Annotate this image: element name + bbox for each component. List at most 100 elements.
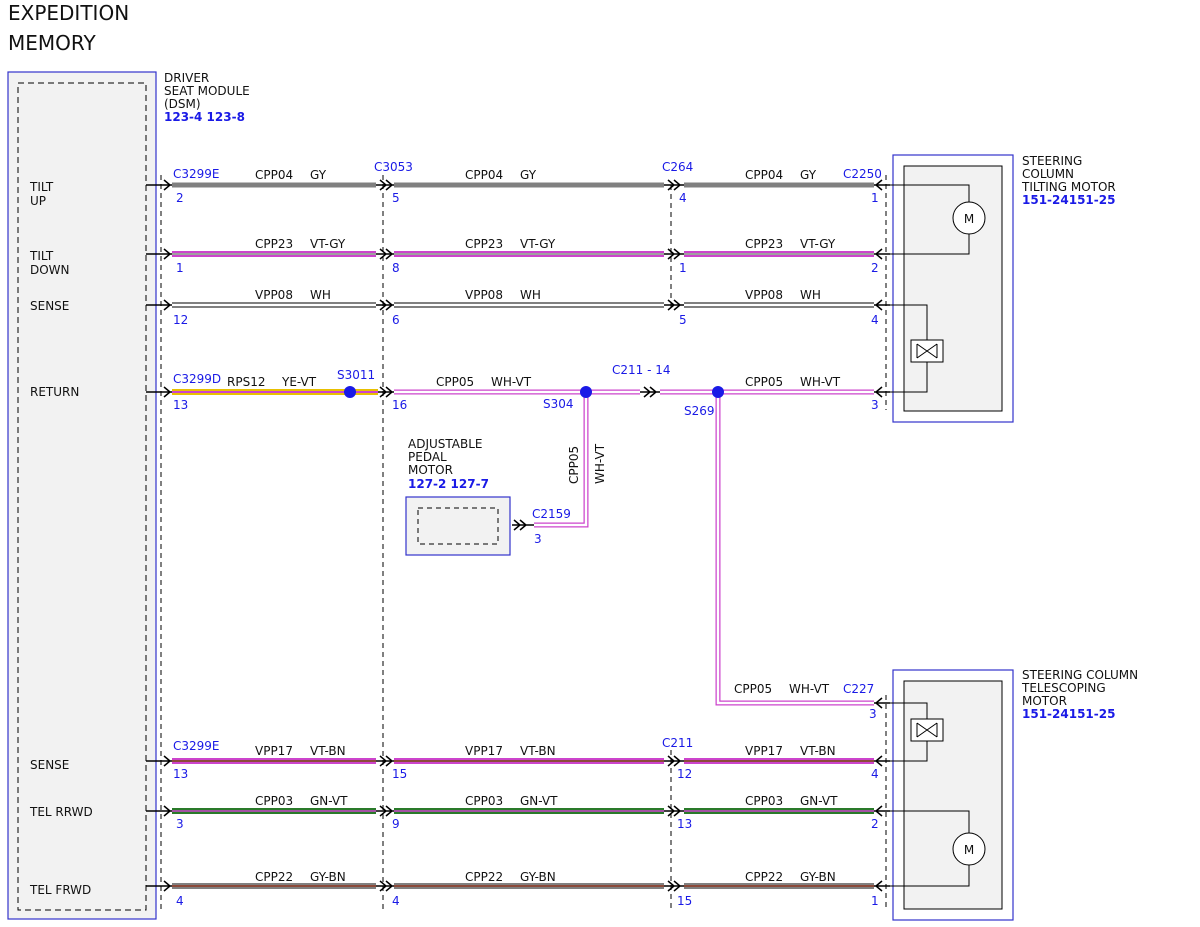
pedal-motor-box bbox=[405, 496, 511, 556]
pin-num: 15 bbox=[677, 894, 692, 908]
pin-num: 12 bbox=[677, 767, 692, 781]
conn-c3299e-bottom: C3299E bbox=[173, 739, 220, 753]
pin-label-tel-rrwd: TEL RRWD bbox=[29, 805, 93, 819]
pin-num: 5 bbox=[392, 191, 400, 205]
splice-s269 bbox=[712, 386, 724, 398]
pin-num: 1 bbox=[871, 894, 879, 908]
conn-c3299e-top: C3299E bbox=[173, 167, 220, 181]
tilt-motor-wire-b bbox=[886, 234, 970, 255]
circuit-color: GN-VT bbox=[520, 794, 558, 808]
circuit-color: YE-VT bbox=[281, 375, 317, 389]
circuit-color: GY-BN bbox=[310, 870, 346, 884]
circuit-color: VT-GY bbox=[310, 237, 346, 251]
tilt-motor-ref: 151-24151-25 bbox=[1022, 193, 1115, 207]
pin-num: 4 bbox=[176, 894, 184, 908]
splice-s304 bbox=[580, 386, 592, 398]
conn-c3053: C3053 bbox=[374, 160, 413, 174]
conn-c211: C211 bbox=[662, 736, 693, 750]
circuit-code: CPP03 bbox=[465, 794, 503, 808]
tele-sensor-wire-a bbox=[886, 702, 928, 719]
tilt-motor-name-2: COLUMN bbox=[1022, 167, 1074, 181]
pin-num: 1 bbox=[871, 191, 879, 205]
circuit-code: CPP22 bbox=[745, 870, 783, 884]
conn-s3011: S3011 bbox=[337, 368, 375, 382]
circuit-code: CPP23 bbox=[465, 237, 503, 251]
pin-num: 2 bbox=[176, 191, 184, 205]
circuit-color: VT-GY bbox=[800, 237, 836, 251]
circuit-code: VPP08 bbox=[255, 288, 293, 302]
circuit-code: CPP05 bbox=[745, 375, 783, 389]
pin-num: 6 bbox=[392, 313, 400, 327]
tele-motor-wire-a bbox=[886, 810, 970, 833]
pin-num: 13 bbox=[173, 398, 188, 412]
pin-label-return: RETURN bbox=[30, 385, 79, 399]
circuit-code: VPP08 bbox=[745, 288, 783, 302]
pin-num: 3 bbox=[534, 532, 542, 546]
circuit-color: GY bbox=[800, 168, 817, 182]
tele-sensor-wire-b bbox=[886, 741, 928, 762]
splice-s3011 bbox=[344, 386, 356, 398]
circuit-code: CPP04 bbox=[255, 168, 293, 182]
pin-num: 9 bbox=[392, 817, 400, 831]
circuit-code: CPP03 bbox=[745, 794, 783, 808]
title-line-2: MEMORY bbox=[8, 31, 97, 55]
circuit-code: CPP05 bbox=[734, 682, 772, 696]
tele-motor-name-2: TELESCOPING bbox=[1021, 681, 1106, 695]
pedal-motor-name-3: MOTOR bbox=[408, 463, 453, 477]
circuit-color: GN-VT bbox=[800, 794, 838, 808]
circuit-color: GY-BN bbox=[520, 870, 556, 884]
pin-label-tilt-up-2: UP bbox=[30, 194, 46, 208]
circuit-color: WH-VT bbox=[800, 375, 841, 389]
circuit-code: RPS12 bbox=[227, 375, 265, 389]
conn-c227: C227 bbox=[843, 682, 874, 696]
conn-c2250: C2250 bbox=[843, 167, 882, 181]
pin-num: 13 bbox=[677, 817, 692, 831]
pin-label-sense-2: SENSE bbox=[30, 758, 69, 772]
circuit-code: CPP03 bbox=[255, 794, 293, 808]
pin-num: 13 bbox=[173, 767, 188, 781]
conn-s269: S269 bbox=[684, 404, 715, 418]
conn-s304: S304 bbox=[543, 397, 574, 411]
pin-num: 3 bbox=[871, 398, 879, 412]
pin-num: 3 bbox=[176, 817, 184, 831]
circuit-color: WH bbox=[800, 288, 821, 302]
pedal-motor-name-1: ADJUSTABLE bbox=[408, 437, 483, 451]
circuit-color: VT-GY bbox=[520, 237, 556, 251]
tele-motor-name-3: MOTOR bbox=[1022, 694, 1067, 708]
circuit-color: WH-VT bbox=[593, 443, 607, 484]
conn-c211-14: C211 - 14 bbox=[612, 363, 671, 377]
tilt-sensor-glyph bbox=[916, 343, 938, 359]
tilt-motor-name-1: STEERING bbox=[1022, 154, 1082, 168]
circuit-code: CPP05 bbox=[567, 446, 581, 484]
circuit-code: CPP22 bbox=[465, 870, 503, 884]
pin-num: 4 bbox=[679, 191, 687, 205]
pin-num: 2 bbox=[871, 817, 879, 831]
pin-num: 15 bbox=[392, 767, 407, 781]
pin-num: 4 bbox=[871, 767, 879, 781]
circuit-code: VPP17 bbox=[745, 744, 783, 758]
dsm-module-box bbox=[7, 71, 157, 920]
circuit-code: CPP04 bbox=[465, 168, 503, 182]
tele-motor-outer-box bbox=[892, 669, 1014, 921]
tele-motor-ref: 151-24151-25 bbox=[1022, 707, 1115, 721]
tilt-motor-m-label: M bbox=[964, 212, 974, 226]
dsm-inner-outline bbox=[17, 82, 147, 911]
dsm-name-1: DRIVER bbox=[164, 71, 209, 85]
circuit-color: WH bbox=[520, 288, 541, 302]
tilt-motor-wire-a bbox=[886, 184, 970, 202]
pin-label-tel-frwd: TEL FRWD bbox=[29, 883, 91, 897]
circuit-color: GY-BN bbox=[800, 870, 836, 884]
pin-num: 8 bbox=[392, 261, 400, 275]
tele-motor-m-label: M bbox=[964, 843, 974, 857]
dsm-name-3: (DSM) bbox=[164, 97, 201, 111]
circuit-code: CPP22 bbox=[255, 870, 293, 884]
circuit-color: WH-VT bbox=[491, 375, 532, 389]
circuit-code: VPP08 bbox=[465, 288, 503, 302]
pin-num: 2 bbox=[871, 261, 879, 275]
pedal-motor-inner bbox=[417, 507, 499, 545]
tilt-sensor-wire-a bbox=[886, 304, 928, 340]
tilt-motor-name-3: TILTING MOTOR bbox=[1021, 180, 1116, 194]
pin-num: 5 bbox=[679, 313, 687, 327]
circuit-code: CPP23 bbox=[255, 237, 293, 251]
pin-label-tilt-up-1: TILT bbox=[29, 180, 54, 194]
